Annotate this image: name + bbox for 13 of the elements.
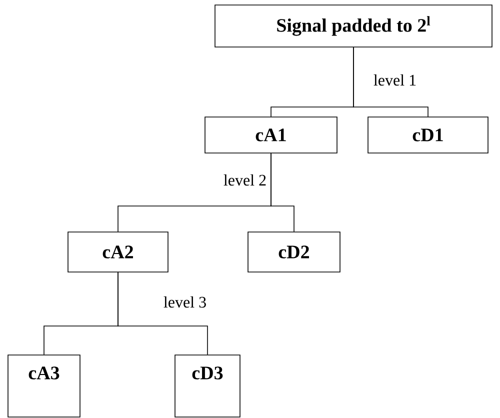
text-box: cD2 <box>248 232 340 272</box>
text-box: cD3 <box>174 354 240 418</box>
tree-connector <box>353 46 428 118</box>
level-label: level 1 <box>374 74 416 86</box>
level-label: level 2 <box>224 174 266 186</box>
tree-connector <box>270 152 294 232</box>
text-box: cA2 <box>68 232 168 272</box>
level-label: level 3 <box>164 296 206 308</box>
text-box: cD1 <box>368 116 488 154</box>
text-box: cA3 <box>8 354 80 418</box>
tree-connector <box>118 272 208 356</box>
text-box: Signal padded to 2$^{l}$ <box>214 4 492 48</box>
text-box: cA1 <box>204 116 338 154</box>
